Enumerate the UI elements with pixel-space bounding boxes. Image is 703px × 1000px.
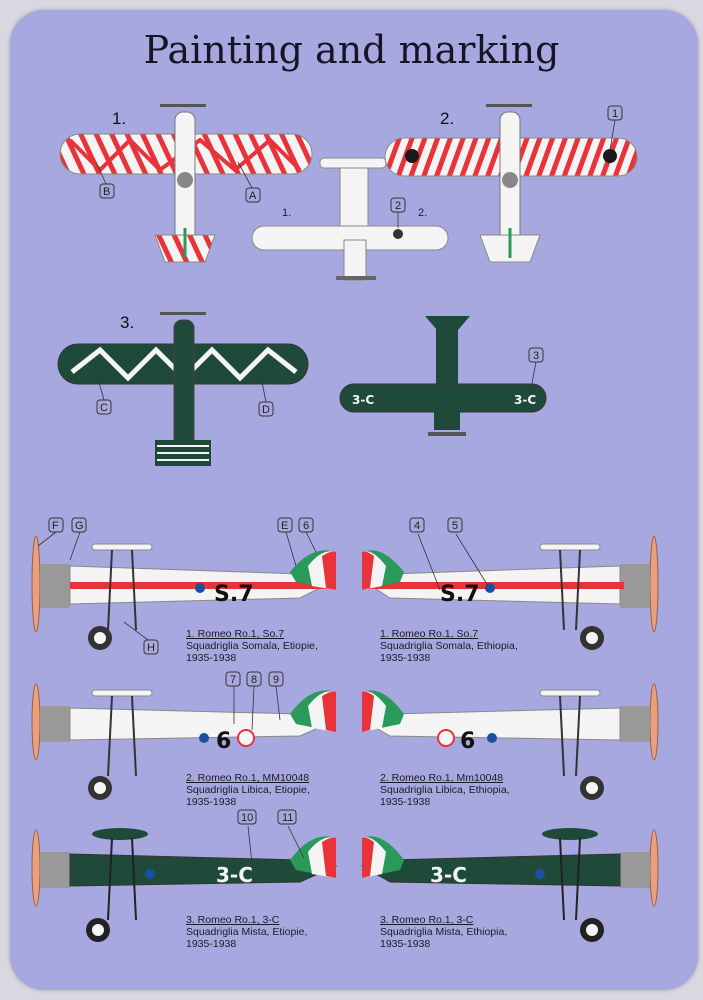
callout-10: 10 [241,812,253,824]
caption-2-right: 2. Romeo Ro.1, Mm10048 Squadriglia Libic… [380,772,510,808]
callout-F: F [52,520,59,532]
fuselage-code: S.7 [440,582,480,607]
profile-2-right: 6 [360,683,659,800]
callout-11: 11 [282,812,293,824]
top-view-scheme-3: 3. [57,312,309,466]
scheme-number-1: 1. [112,109,126,128]
callout-E: E [281,520,288,532]
caption-3-left: 3. Romeo Ro.1, 3-C Squadriglia Mista, Et… [186,914,308,950]
underside-code-left: 3-C [352,393,374,407]
callout-A: A [249,190,257,202]
caption-2-left: 2. Romeo Ro.1, MM10048 Squadriglia Libic… [186,772,310,808]
underside-number-2: 2. [418,207,427,219]
underside-code-right: 3-C [514,393,536,407]
callout-C: C [100,402,108,414]
underside-view-3: 3-C 3-C [339,316,547,436]
callout-5: 5 [452,520,458,532]
profile-2-left: 6 [31,683,338,800]
underside-view-1-2: 1. 2. [251,157,449,281]
callout-6: 6 [303,520,309,532]
callout-9: 9 [273,674,279,686]
callout-4: 4 [414,520,420,532]
callout-G: G [75,520,84,532]
profile-3-left: 3-C [31,828,338,942]
top-view-scheme-1: 1. [59,104,313,263]
profile-1-right: S.7 [360,535,659,650]
callout-8: 8 [251,674,257,686]
callout-2: 2 [395,200,401,212]
profile-3-right: 3-C [360,828,659,942]
underside-number-1: 1. [282,207,291,219]
top-view-scheme-2: 2. [384,104,638,263]
fuselage-code: 3-C [430,863,467,887]
fuselage-code: 3-C [216,863,253,887]
callout-H: H [147,642,155,654]
callout-3: 3 [533,350,539,362]
scheme-number-2: 2. [440,109,454,128]
callout-1: 1 [612,108,618,120]
fuselage-code: S.7 [214,582,254,607]
callout-7: 7 [230,674,236,686]
caption-3-right: 3. Romeo Ro.1, 3-C Squadriglia Mista, Et… [380,914,508,950]
profile-1-left: S.7 [31,535,338,650]
fuselage-code: 6 [216,729,231,754]
caption-1-left: 1. Romeo Ro.1, So.7 Squadriglia Somala, … [186,628,318,664]
page-title: Painting and marking [143,28,560,72]
scheme-number-3: 3. [120,313,134,332]
fuselage-code: 6 [460,729,475,754]
caption-1-right: 1. Romeo Ro.1, So.7 Squadriglia Somala, … [380,628,518,664]
callout-D: D [262,404,270,416]
callout-labels: B A 1 2 C D 3 F G H E 6 4 5 7 8 9 10 1 [48,105,623,825]
callout-B: B [103,186,110,198]
callouts [37,119,616,865]
